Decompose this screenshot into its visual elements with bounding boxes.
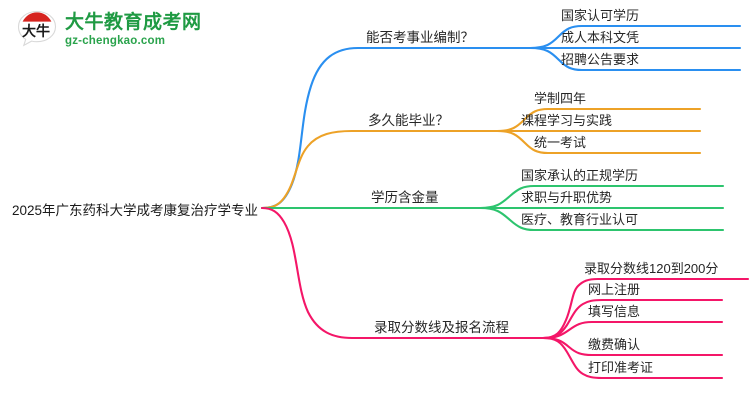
leaf-label-3-3[interactable]: 医疗、教育行业认可 (521, 212, 639, 227)
leaf-label-2-2[interactable]: 课程学习与实践 (521, 113, 613, 128)
branch-4-connectors (260, 206, 750, 380)
leaf-label-4-2[interactable]: 网上注册 (588, 282, 641, 297)
branch-1-connectors (260, 24, 742, 210)
site-logo: 大牛 大牛教育成考网 gz-chengkao.com (16, 6, 206, 54)
branch-label-1[interactable]: 能否考事业编制？ (366, 30, 474, 45)
leaf-label-1-1[interactable]: 国家认可学历 (561, 8, 640, 23)
leaf-label-1-3[interactable]: 招聘公告要求 (561, 52, 640, 67)
leaf-label-2-3[interactable]: 统一考试 (534, 135, 587, 150)
leaf-label-4-4[interactable]: 缴费确认 (588, 337, 641, 352)
leaf-label-4-5[interactable]: 打印准考证 (588, 360, 654, 375)
logo-subtitle: gz-chengkao.com (65, 34, 166, 47)
leaf-label-2-1[interactable]: 学制四年 (534, 91, 587, 106)
leaf-label-4-1[interactable]: 录取分数线120到200分 (584, 261, 719, 276)
leaf-label-4-3[interactable]: 填写信息 (588, 304, 641, 319)
mindmap-root-label[interactable]: 2025年广东药科大学成考康复治疗学专业 (12, 203, 259, 218)
logo-wordmark: 大牛教育成考网 gz-chengkao.com (65, 12, 202, 49)
branch-3-connectors (260, 184, 725, 232)
branch-label-3[interactable]: 学历含金量 (371, 190, 439, 205)
leaf-label-3-1[interactable]: 国家承认的正规学历 (521, 168, 639, 183)
branch-2-connectors (260, 107, 702, 210)
dniu-speech-bubble-logo-icon: 大牛 (16, 9, 58, 51)
branch-label-2[interactable]: 多久能毕业？ (368, 113, 449, 128)
branch-label-4[interactable]: 录取分数线及报名流程 (374, 320, 509, 335)
svg-text:大牛: 大牛 (22, 23, 50, 39)
leaf-label-1-2[interactable]: 成人本科文凭 (561, 30, 640, 45)
logo-title: 大牛教育成考网 (65, 11, 202, 33)
leaf-label-3-2[interactable]: 求职与升职优势 (521, 190, 613, 205)
